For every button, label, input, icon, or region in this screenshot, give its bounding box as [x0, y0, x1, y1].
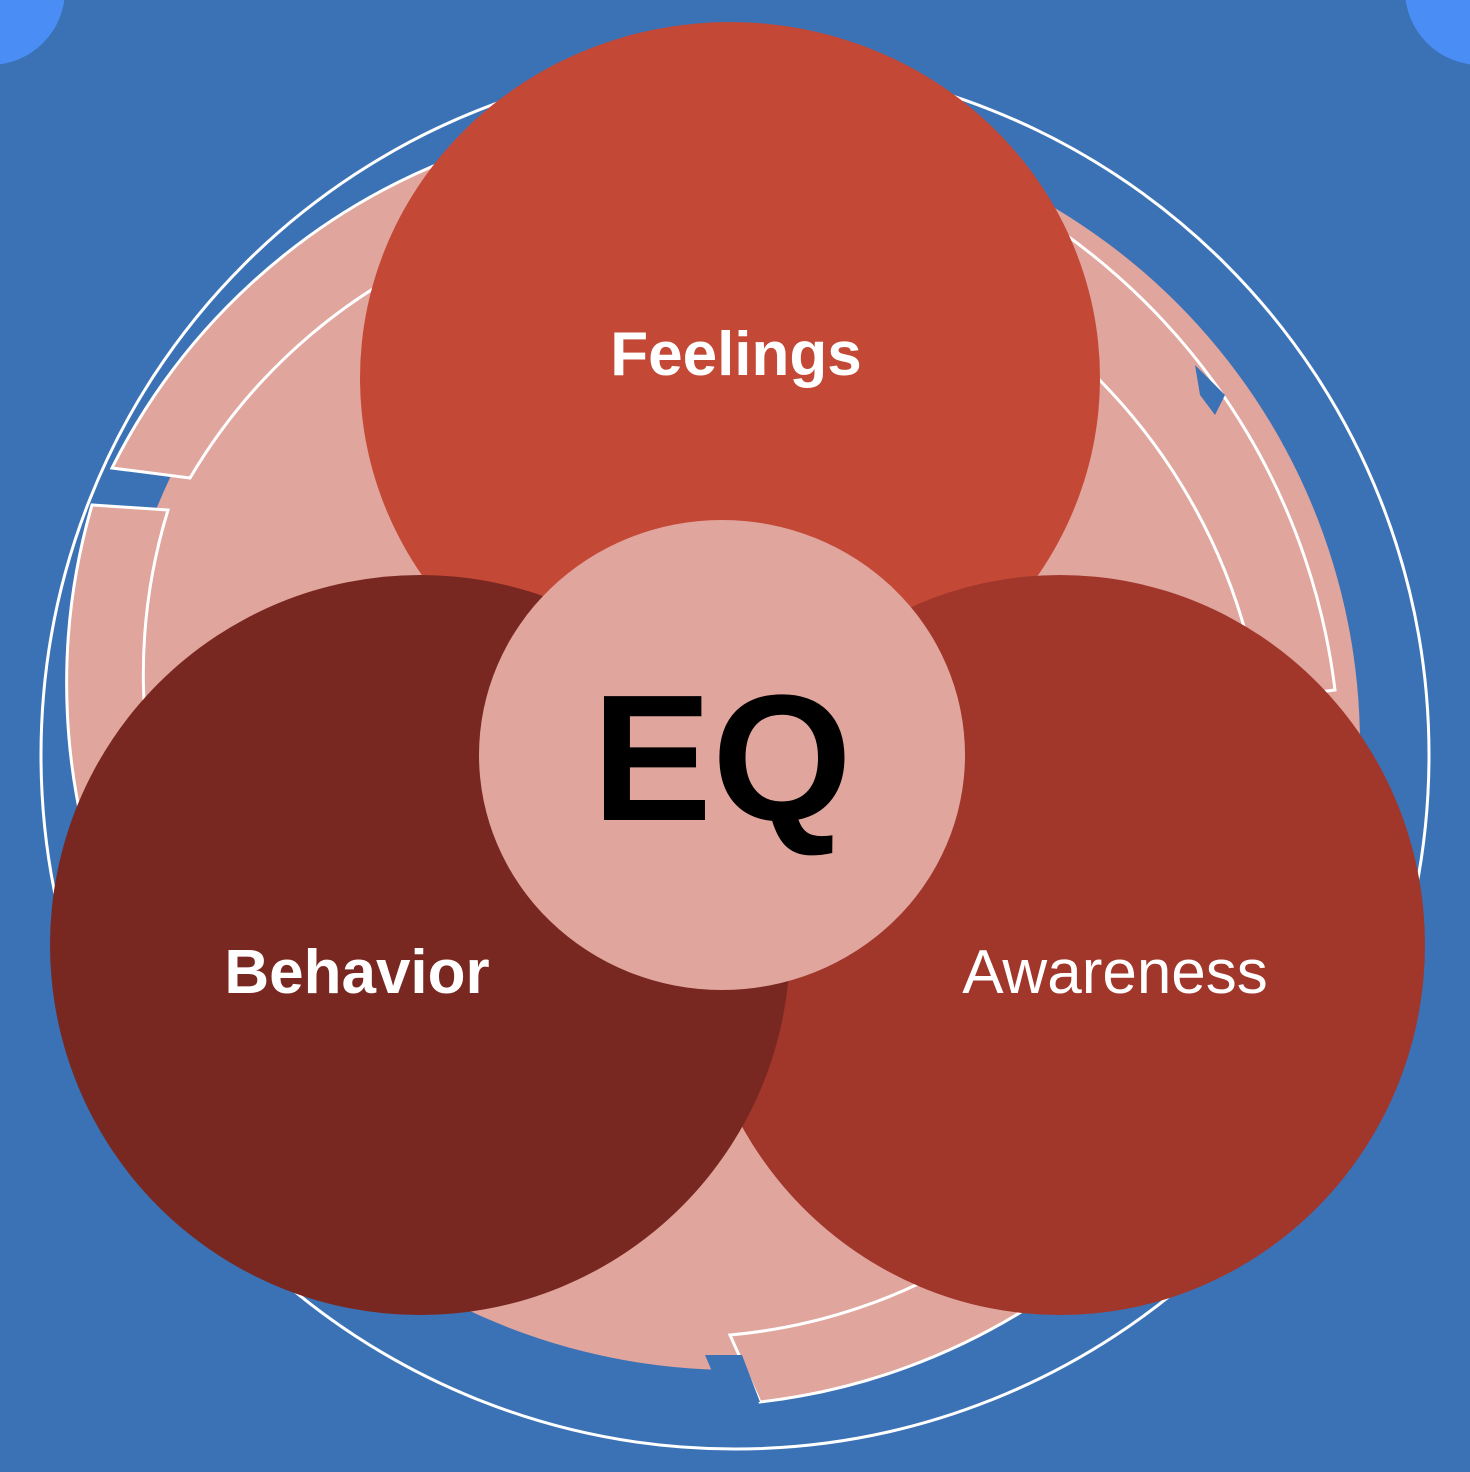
corner-accent-top-right: [1405, 0, 1470, 65]
ring-notch-right: [1195, 365, 1225, 415]
feelings-label: Feelings: [610, 320, 862, 389]
corner-accent-top-left: [0, 0, 65, 65]
behavior-label: Behavior: [224, 938, 489, 1007]
ring-notch-bottom: [705, 1355, 760, 1402]
ring-arc-right: [1028, 229, 1337, 702]
center-circle: [479, 520, 965, 990]
feelings-circle: [360, 22, 1100, 734]
center-eq-label: EQ: [592, 658, 852, 859]
awareness-label: Awareness: [962, 938, 1268, 1007]
